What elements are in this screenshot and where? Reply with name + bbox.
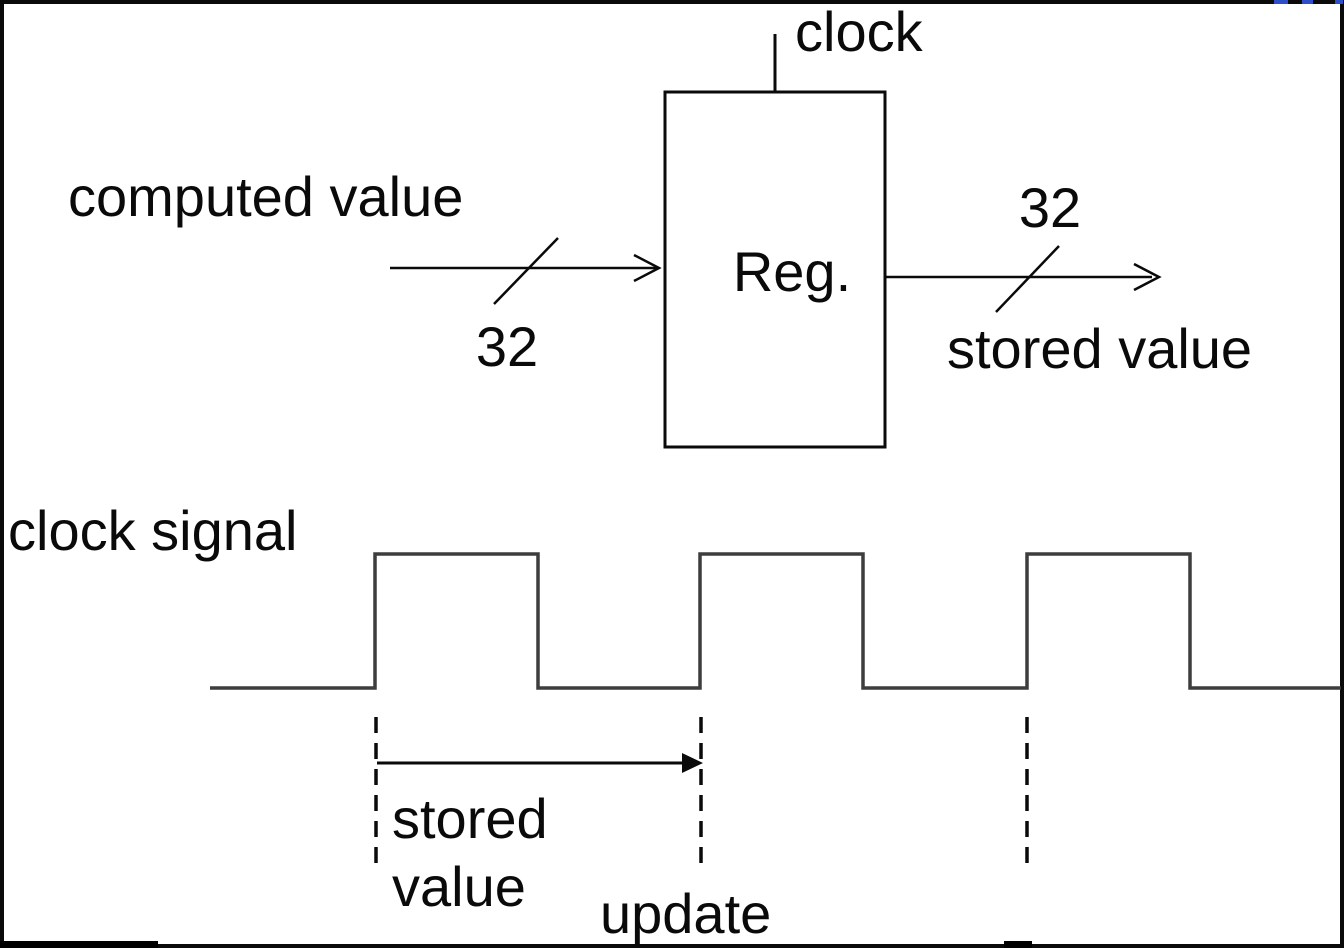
computed-value-label: computed value [68,165,463,228]
border-thick-segment [1004,941,1032,948]
blue-dash [1302,0,1313,4]
input-bus-width-label: 32 [476,315,538,378]
register-label: Reg. [733,240,851,303]
output-bus-width-label: 32 [1019,176,1081,239]
output-arrowhead [1133,262,1162,292]
period-arrowhead [682,753,703,773]
stored-annotation-line2: value [392,855,526,918]
input-arrowhead [633,253,662,283]
blue-dash [1335,0,1343,4]
border-thick-segment [0,941,158,948]
clock-pin-label: clock [795,0,924,63]
input-bus-width-slash [493,237,559,305]
clock-waveform [210,552,1341,690]
stored-annotation-line1: stored [392,787,548,850]
update-label: update [600,882,771,945]
clock-signal-label: clock signal [8,499,297,562]
register-box [663,90,887,449]
blue-dash [1274,0,1288,4]
stored-value-label: stored value [947,317,1252,380]
output-bus-width-slash [995,245,1060,313]
